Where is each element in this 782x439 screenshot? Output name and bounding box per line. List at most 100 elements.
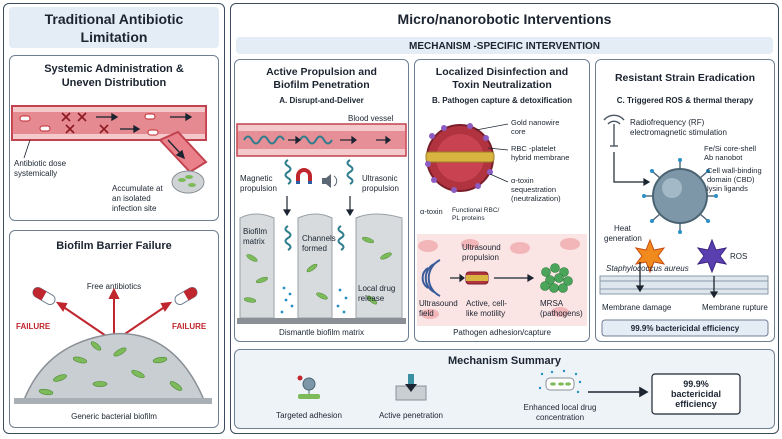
summary-enhanced-label-line2: concentration [535,413,585,422]
cbd-label-line3: lysin ligands [707,184,748,193]
systemic-title-line2: Uneven Distribution [61,77,167,89]
left-title-box [9,7,219,48]
summary-result-line2: bactericidal [670,389,722,399]
failure-label-left: FAILURE [16,322,51,331]
blood-vessel-branch [158,130,208,174]
left-title-line2: Limitation [80,29,148,45]
membrane-icon [599,275,769,295]
drug-concentration-icon [538,369,582,394]
flow-arrow-icon [96,112,193,160]
local-drug-label-line1: Local drug [358,284,396,293]
helical-robot-icon [284,159,354,251]
right-title: Micro/nanorobotic Interventions [397,11,612,27]
staph-label: Staphylococcus aureus [606,264,689,273]
active-motility-label-line1: Active, cell- [466,299,507,308]
magnetic-label-line2: propulsion [240,184,277,193]
fesi-label-line2: Ab nanobot [704,153,743,162]
accumulate-label-line2: an isolated [112,194,151,203]
biofilm-title: Biofilm Barrier Failure [56,240,172,252]
mrsa-label-line2: (pathogens) [540,309,583,318]
capsule-icon [19,115,31,122]
biofilm-mound [22,332,206,401]
bacteria-icon [38,341,183,396]
ros-label: ROS [730,252,748,261]
heat-burst-icon [634,238,666,274]
efficiency-label: 99.9% bactericidal efficiency [630,324,740,333]
summary-result-line3: efficiency [675,399,717,409]
nanorobot-cylinder-icon [465,271,489,285]
col-a-title-line1: Active Propulsion and [266,66,377,78]
ultrasonic-label-line1: Ultrasonic [362,174,398,183]
gold-core-label-line1: Gold nanowire [511,118,560,127]
col-c-sub: C. Triggered ROS & thermal therapy [616,96,754,105]
cbd-label-line2: domain (CBD) [707,175,755,184]
failure-label-right: FAILURE [172,322,207,331]
channels-label-line1: Channels [302,234,336,243]
active-penetration-icon [395,374,427,401]
rf-label-line1: Radiofrequency (RF) [630,118,705,127]
local-drug-label-line2: release [358,294,385,303]
down-arrow-icon [635,262,719,299]
functional-label-line1: Functional RBC/ [452,207,500,214]
capsule-icon [39,125,51,132]
helical-robot-icon [243,135,333,145]
speaker-icon [322,174,338,188]
capsule-icon [174,287,198,305]
rbc-nanorobot-icon [425,123,495,193]
col-c-title: Resistant Strain Eradication [614,72,756,84]
blocked-x-icon [61,112,109,134]
ultrasound-wave-icon [421,259,441,297]
col-a-title-line2: Biofilm Penetration [273,79,370,91]
summary-title: Mechanism Summary [447,355,562,367]
us-propulsion-label-line1: Ultrasound [462,243,501,252]
ultrasonic-label-line2: propulsion [362,184,399,193]
summary-enhanced-label-line1: Enhanced local drug [523,403,597,412]
mechanism-subtitle: MECHANISM -SPECIFIC INTERVENTION [409,41,600,52]
leader-lines [475,123,509,183]
efficiency-box [601,319,769,337]
active-motility-label-line2: like motility [466,309,506,318]
down-arrow-icon [282,196,355,217]
col-b-title-line2: Toxin Neutralization [452,79,552,91]
rbc-membrane-label-line1: RBC -platelet [511,144,556,153]
col-b-sub: B. Pathogen capture & detoxification [431,96,572,105]
membrane-rupture-label: Membrane rupture [702,303,768,312]
red-blood-cell-icon [418,238,580,319]
gold-core-label-line2: core [511,127,526,136]
mechanism-banner [236,37,773,54]
summary-penetration-label: Active penetration [378,411,444,420]
systemic-title-line1: Systemic Administration & [44,63,184,75]
nanobot-sphere-icon [642,158,718,234]
us-propulsion-label-line2: propulsion [462,253,499,262]
atox-seq-label-line1: α-toxin [511,176,534,185]
membrane-damage-label: Membrane damage [602,303,672,312]
dose-label-line1: Antibiotic dose [14,159,67,168]
heat-label-line1: Heat [614,224,631,233]
flow-arrow-icon [613,152,651,187]
us-field-label-line1: Ultrasound [419,299,458,308]
infection-site-icon [171,170,205,194]
capsule-icon [147,129,159,136]
fesi-label-line1: Fe/Si core-shell [704,144,757,153]
atox-seq-label-line2: sequestration [511,185,557,194]
blood-vessel-label: Blood vessel [348,114,394,123]
capsule-icon [144,113,156,120]
summary-result-line1: 99.9% [683,379,709,389]
capsule-icon [32,287,56,305]
free-antibiotics-label: Free antibiotics [86,282,142,291]
ros-burst-icon [696,238,728,274]
us-field-label-line2: field [419,309,434,318]
accumulate-label-line3: infection site [112,204,157,213]
drug-particles [280,286,348,314]
summary-adhesion-label: Targeted adhesion [276,411,342,420]
mrsa-label-line1: MRSA [540,299,564,308]
bacteria-icon [243,236,392,305]
channels-label-line2: formed [302,244,327,253]
heat-label-line2: generation [604,234,642,243]
result-arrow-icon [588,386,649,398]
